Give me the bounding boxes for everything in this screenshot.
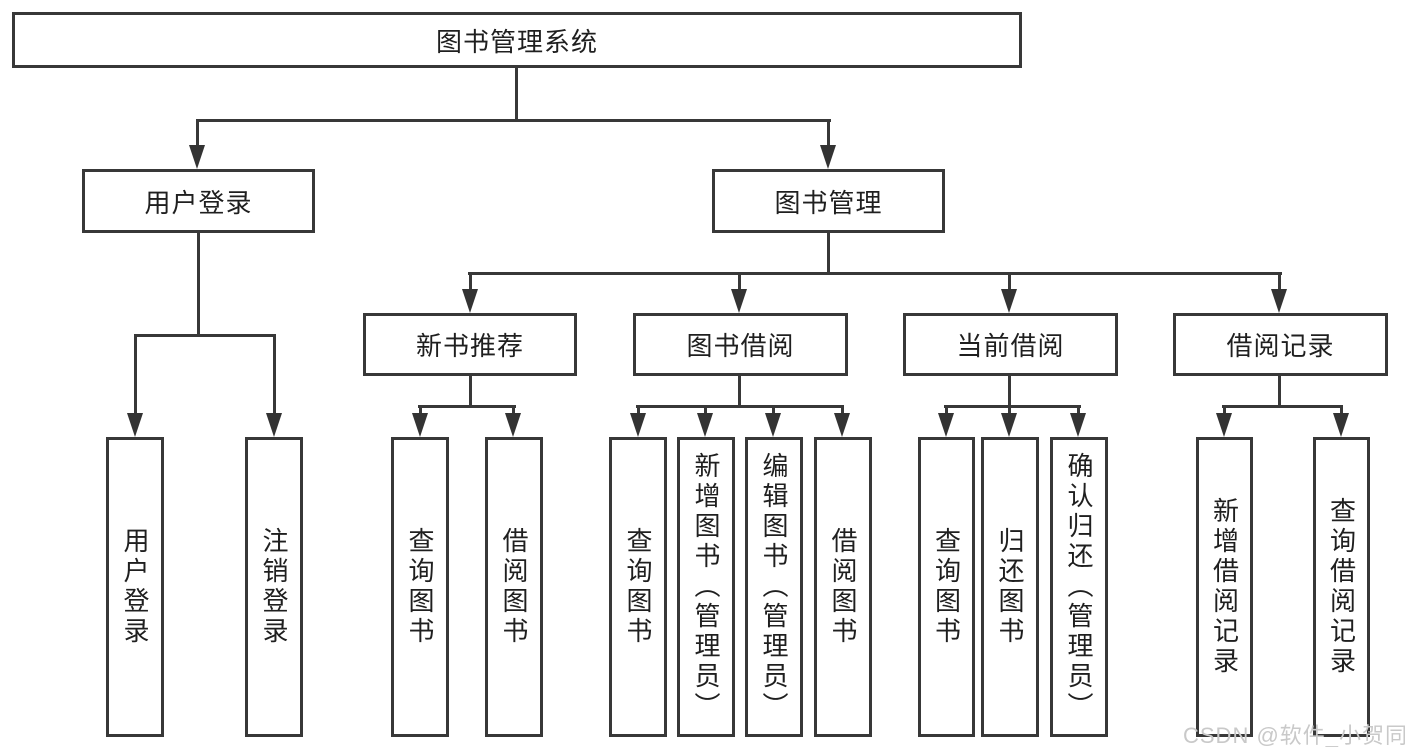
arrowhead-icon [834,413,850,437]
connector-line [738,274,741,291]
arrowhead-icon [505,413,521,437]
arrowhead-icon [938,413,954,437]
node-new-book-recommend: 新书推荐 [363,313,577,376]
connector-line [419,407,422,415]
connector-line [196,119,831,122]
arrowhead-icon [765,413,781,437]
watermark: CSDN @软件_小贺同学 [1183,723,1405,747]
arrowhead-icon [820,145,836,169]
connector-line [1222,405,1343,408]
arrowhead-icon [1001,413,1017,437]
leaf-bb-borrow-books: 借阅图书 [814,437,872,737]
leaf-cb-confirm-return-admin: 确认归还（管理员） [1050,437,1108,737]
leaf-br-query-record: 查询借阅记录 [1313,437,1370,737]
node-borrow-records: 借阅记录 [1173,313,1388,376]
connector-line [637,407,640,415]
connector-line [1223,407,1226,415]
connector-line [704,407,707,415]
connector-line [1278,274,1281,291]
connector-line [1008,407,1011,415]
leaf-bb-add-books-admin: 新增图书（管理员） [677,437,735,737]
connector-line [636,405,844,408]
arrowhead-icon [1070,413,1086,437]
arrowhead-icon [189,145,205,169]
arrowhead-icon [1001,289,1017,313]
connector-line [468,272,1282,275]
connector-line [827,121,830,147]
arrowhead-icon [1271,289,1287,313]
connector-line [772,407,775,415]
connector-line [1008,374,1011,407]
node-current-borrow: 当前借阅 [903,313,1118,376]
connector-line [1077,407,1080,415]
arrowhead-icon [1216,413,1232,437]
arrowhead-icon [731,289,747,313]
leaf-br-add-record: 新增借阅记录 [1196,437,1253,737]
connector-line [418,405,516,408]
connector-line [1340,407,1343,415]
connector-line [827,231,830,274]
arrowhead-icon [1333,413,1349,437]
connector-line [515,65,518,122]
arrowhead-icon [462,289,478,313]
node-book-management: 图书管理 [712,169,945,233]
leaf-cb-query-books: 查询图书 [918,437,975,737]
connector-line [134,334,276,337]
arrowhead-icon [412,413,428,437]
connector-line [945,407,948,415]
leaf-user-login: 用户登录 [106,437,164,737]
connector-line [512,407,515,415]
connector-line [1278,374,1281,407]
node-user-login: 用户登录 [82,169,315,233]
connector-line [196,121,199,147]
connector-line [197,231,200,336]
node-book-borrow: 图书借阅 [633,313,848,376]
arrowhead-icon [127,413,143,437]
leaf-cb-return-books: 归还图书 [981,437,1039,737]
connector-line [469,374,472,407]
connector-line [944,405,1081,408]
leaf-bb-query-books: 查询图书 [609,437,667,737]
connector-line [134,336,137,415]
connector-line [469,274,472,291]
connector-line [841,407,844,415]
connector-line [738,374,741,407]
arrowhead-icon [266,413,282,437]
connector-line [1008,274,1011,291]
arrowhead-icon [630,413,646,437]
leaf-bb-edit-books-admin: 编辑图书（管理员） [745,437,803,737]
leaf-logout: 注销登录 [245,437,303,737]
node-root: 图书管理系统 [12,12,1022,68]
arrowhead-icon [697,413,713,437]
leaf-rec-borrow-books: 借阅图书 [485,437,543,737]
leaf-rec-query-books: 查询图书 [391,437,449,737]
connector-line [273,336,276,415]
